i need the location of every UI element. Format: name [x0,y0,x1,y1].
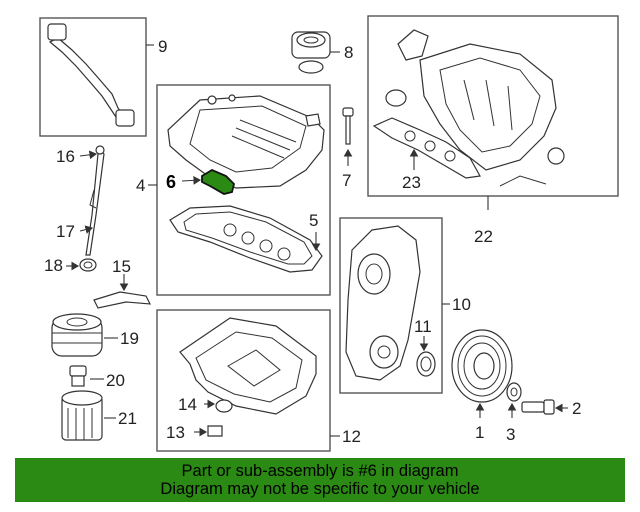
oil-pan-group [156,309,340,452]
bolt-valve-cover [305,113,321,127]
hose-clamp-lower [115,109,135,127]
label-15: 15 [112,257,131,276]
timing-cover-group [339,217,450,394]
label-8: 8 [344,43,353,62]
part-info-banner: Part or sub-assembly is #6 in diagram Di… [15,458,625,502]
callout-box-10 [339,217,443,394]
label-5: 5 [309,211,318,230]
label-9: 9 [158,37,167,56]
intake-manifold [419,43,557,171]
part-6-highlight [181,168,235,195]
label-16: 16 [56,147,75,166]
label-14: 14 [178,395,197,414]
breather-hose-group [39,17,154,137]
label-23: 23 [402,173,421,192]
label-11: 11 [414,317,432,336]
gasket-15 [93,274,152,309]
manifold-gasket [372,117,481,179]
label-21: 21 [118,409,137,428]
label-17: 17 [56,222,75,241]
label-7: 7 [342,171,351,190]
callout-box-12 [156,309,331,452]
label-13: 13 [166,423,185,442]
dipstick [85,148,105,256]
label-20: 20 [106,371,125,390]
intake-manifold-group [367,15,619,210]
label-10: 10 [452,295,471,314]
label-22: 22 [474,227,493,246]
valve-cover-gasket [169,205,323,273]
oil-cooler-19 [51,313,118,357]
hose-clamp-upper [47,23,67,41]
part-info-line-2: Diagram may not be specific to your vehi… [160,480,480,498]
part-info-line-1: Part or sub-assembly is #6 in diagram [181,462,459,480]
dipstick-group [79,145,105,256]
parts-diagram: 9 8 16 17 18 15 19 20 21 4 6 5 7 23 22 1… [39,15,619,452]
label-12: 12 [342,427,361,446]
label-4: 4 [136,176,145,195]
callout-box-9 [39,17,147,137]
breather-hose [48,37,125,121]
valve-cover-group [148,84,331,296]
label-2: 2 [572,399,581,418]
callout-box-22 [367,15,619,197]
part-6-shape [201,168,235,195]
label-3: 3 [506,425,515,444]
bolt-2 [521,399,568,415]
fitting-20 [69,365,104,387]
callout-box-4 [156,84,331,296]
o-ring-18 [66,258,97,272]
filler-cap-8 [291,31,340,74]
oil-filter-21 [61,390,116,441]
washer-3 [506,382,522,418]
oil-pan [179,317,317,415]
seal-11 [416,336,436,377]
label-18: 18 [44,256,63,275]
label-1: 1 [475,423,484,442]
stud-7 [342,107,354,166]
crank-pulley-1 [451,329,513,418]
label-6: 6 [166,172,176,192]
label-19: 19 [120,329,139,348]
